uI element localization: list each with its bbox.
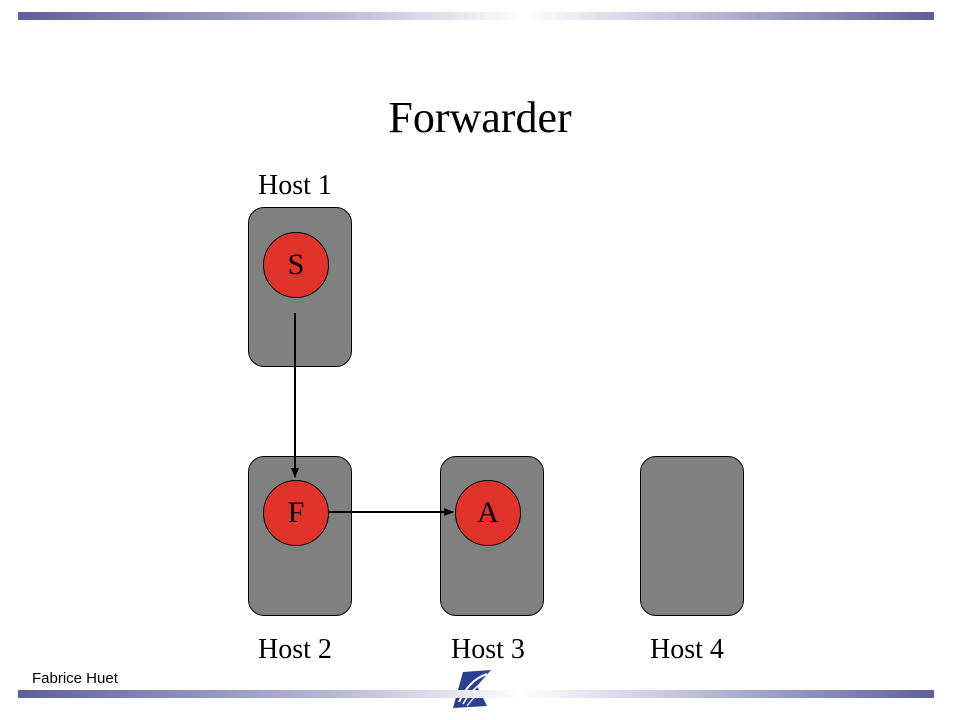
node-f: F [263,480,329,546]
university-logo-icon [447,666,497,710]
node-a: A [455,480,521,546]
host-1-label: Host 1 [258,170,332,201]
footer-author: Fabrice Huet [32,670,118,687]
host-2-label: Host 2 [258,634,332,665]
host-4-label: Host 4 [650,634,724,665]
host-3-label: Host 3 [451,634,525,665]
node-s: S [263,232,329,298]
host-4-box [640,456,744,616]
slide-title: Forwarder [388,93,572,142]
top-decorative-bar [18,12,934,20]
bottom-decorative-bar [18,690,934,698]
